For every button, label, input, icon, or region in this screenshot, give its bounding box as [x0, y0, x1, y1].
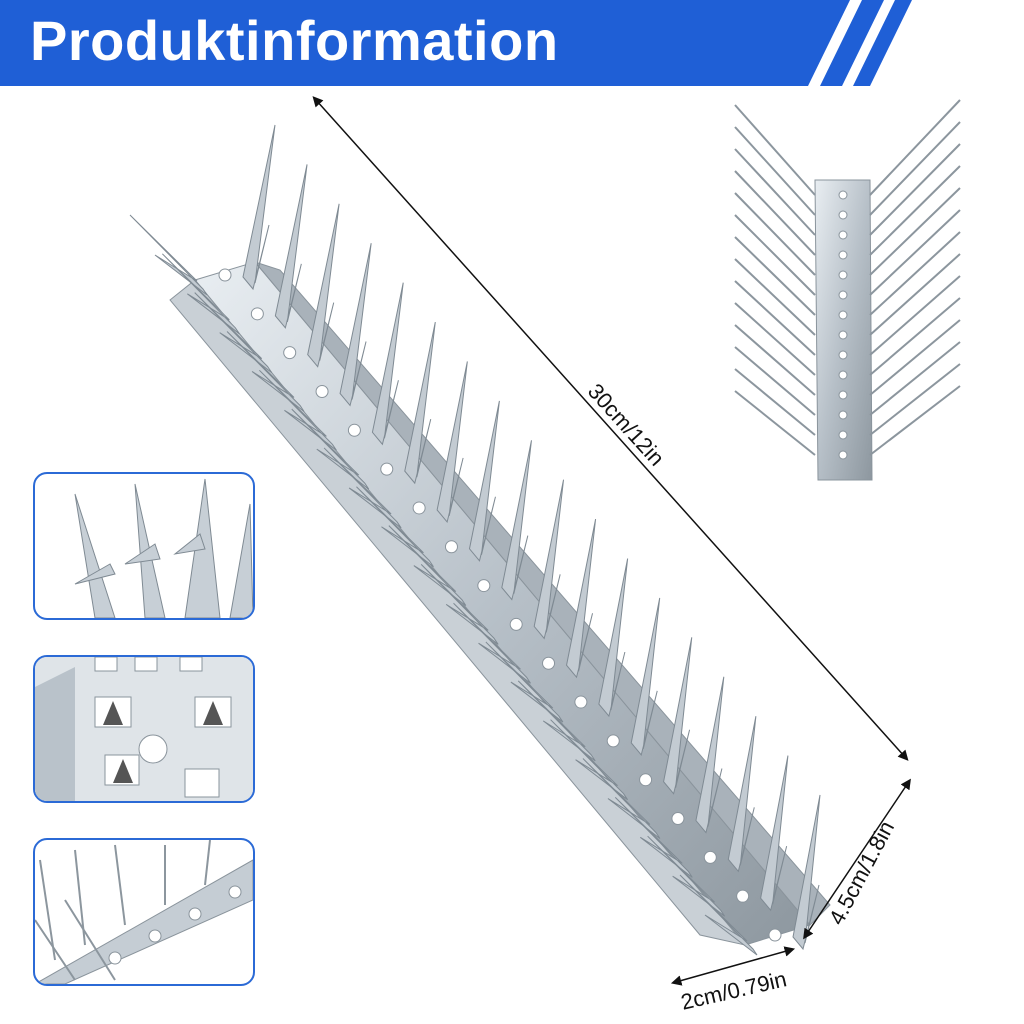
- end-spike: [869, 253, 961, 336]
- end-spike: [734, 346, 816, 416]
- end-hole: [838, 410, 848, 420]
- end-spike: [734, 104, 816, 196]
- end-hole: [838, 310, 848, 320]
- thumbnail-base-holes[interactable]: [33, 655, 255, 803]
- end-spike: [734, 170, 816, 256]
- strip-hole: [250, 307, 264, 321]
- spike: [242, 124, 276, 291]
- strip-hole: [347, 423, 361, 437]
- end-hole: [838, 430, 848, 440]
- end-hole: [838, 270, 848, 280]
- strip-hole: [380, 462, 394, 476]
- end-hole: [838, 190, 848, 200]
- page-title: Produktinformation: [30, 9, 559, 72]
- width-dimension-line: [670, 946, 796, 986]
- strip-hole: [671, 812, 685, 826]
- strip-hole: [639, 773, 653, 787]
- strip-hole: [283, 346, 297, 360]
- end-spike: [869, 297, 961, 376]
- end-spike: [869, 231, 961, 316]
- strip-hole: [574, 695, 588, 709]
- end-spike: [734, 390, 816, 456]
- strip-hole: [509, 617, 523, 631]
- strip-hole: [542, 656, 556, 670]
- end-hole: [838, 450, 848, 460]
- spike: [129, 214, 208, 296]
- end-spike: [869, 363, 961, 436]
- header-banner: Produktinformation: [0, 0, 1024, 86]
- end-spike: [869, 341, 961, 416]
- end-spike: [734, 214, 816, 296]
- strip-angle-image: [35, 840, 253, 984]
- header-shape: [0, 0, 912, 86]
- end-spike: [869, 99, 961, 196]
- strip-hole: [412, 501, 426, 515]
- end-hole: [838, 210, 848, 220]
- end-spike: [734, 324, 816, 396]
- strip-hole: [606, 734, 620, 748]
- end-spike: [734, 280, 816, 356]
- end-spike: [869, 275, 961, 356]
- end-spike: [734, 368, 816, 436]
- strip-hole: [444, 540, 458, 554]
- end-spike: [734, 236, 816, 316]
- strip-hole: [703, 850, 717, 864]
- end-hole: [838, 330, 848, 340]
- strip-hole: [315, 384, 329, 398]
- end-view-product: [734, 99, 961, 481]
- end-spike: [734, 126, 816, 216]
- end-spike: [869, 187, 961, 276]
- height-dimension-line: [803, 778, 911, 940]
- end-hole: [838, 230, 848, 240]
- end-spike: [734, 258, 816, 336]
- end-spike: [734, 302, 816, 376]
- end-hole: [838, 390, 848, 400]
- end-spike: [869, 165, 961, 256]
- end-hole: [838, 290, 848, 300]
- thumbnail-strip-angle[interactable]: [33, 838, 255, 986]
- strip-hole: [218, 268, 232, 282]
- end-spike: [869, 209, 961, 296]
- end-spike: [869, 385, 961, 456]
- end-spike: [869, 319, 961, 396]
- end-hole: [838, 350, 848, 360]
- end-spike: [734, 192, 816, 276]
- strip-hole: [736, 889, 750, 903]
- end-spike: [734, 148, 816, 236]
- strip-hole: [477, 579, 491, 593]
- spike: [274, 164, 308, 329]
- length-dimension-line: [312, 96, 909, 761]
- base-holes-image: [35, 657, 253, 801]
- end-hole: [838, 370, 848, 380]
- spike-tips-image: [74, 478, 253, 618]
- thumbnail-spike-tips[interactable]: [33, 472, 255, 620]
- end-spike: [869, 143, 961, 236]
- end-spike: [869, 121, 961, 216]
- spike: [760, 755, 789, 912]
- strip-hole: [768, 928, 782, 942]
- end-hole: [838, 250, 848, 260]
